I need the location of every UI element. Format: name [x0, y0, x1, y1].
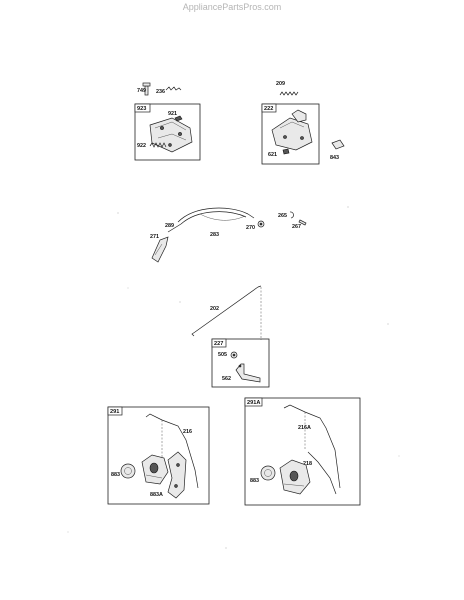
label-291: 291 [110, 409, 119, 415]
label-922: 922 [137, 143, 146, 149]
bolt-749-part [142, 82, 151, 96]
governor-kit-291-group: 291 216 883 883A [107, 406, 210, 505]
control-bracket-part [149, 117, 193, 153]
box-291 [107, 406, 210, 505]
rod-216a-part [283, 404, 341, 489]
label-222: 222 [264, 106, 273, 112]
label-267: 267 [292, 224, 301, 230]
rod-218-part [307, 451, 337, 495]
label-265: 265 [278, 213, 287, 219]
label-621: 621 [268, 152, 277, 158]
rod-202-part [194, 286, 259, 333]
label-291a: 291A [247, 400, 260, 406]
label-843: 843 [330, 155, 339, 161]
label-883: 883 [111, 472, 120, 478]
watermark-text: AppliancePartsPros.com [183, 2, 282, 12]
box-227 [211, 338, 270, 388]
tag-222 [261, 103, 277, 113]
label-209: 209 [276, 81, 285, 87]
label-202: 202 [210, 306, 219, 312]
label-218: 218 [303, 461, 312, 467]
label-505: 505 [218, 352, 227, 358]
spring-922-part [149, 142, 167, 148]
background-specks [67, 206, 400, 549]
control-bracket-222-part [271, 117, 313, 151]
plate-883a-part [167, 451, 187, 499]
label-216: 216 [183, 429, 192, 435]
control-bracket-group-222: 209 222 621 843 [261, 81, 345, 165]
gasket-883b-part [260, 465, 276, 481]
screw-267-part [298, 219, 307, 226]
spring-236-part [165, 86, 182, 91]
label-270: 270 [246, 225, 255, 231]
tag-923 [134, 103, 151, 113]
part-621 [282, 148, 290, 155]
lever-271-part [151, 236, 169, 263]
label-289: 289 [165, 223, 174, 229]
label-921: 921 [168, 111, 177, 117]
link-rod-group: 202 227 505 562 [191, 285, 270, 388]
spring-209-part [279, 91, 299, 96]
throttle-cable-group: 283 289 271 270 265 267 [150, 207, 307, 263]
clip-265-part [289, 211, 294, 219]
lever-562-part [235, 363, 261, 383]
rod-216-part [145, 413, 199, 489]
label-883a: 883A [150, 492, 163, 498]
plate-843-part [331, 139, 345, 150]
label-923: 923 [137, 106, 146, 112]
box-291a [244, 397, 361, 506]
tag-291a [244, 397, 263, 407]
label-749: 749 [137, 88, 146, 94]
label-283: 283 [210, 232, 219, 238]
governor-kit-291a-group: 291A 216A 218 883 [244, 397, 361, 506]
gasket-883-part [120, 463, 136, 479]
part-921 [174, 115, 183, 122]
control-bracket-group-923: 749 236 923 921 922 [134, 82, 201, 161]
box-923 [134, 103, 201, 161]
label-236: 236 [156, 89, 165, 95]
label-562: 562 [222, 376, 231, 382]
box-222 [261, 103, 320, 165]
label-883b: 883 [250, 478, 259, 484]
label-216a: 216A [298, 425, 311, 431]
label-227: 227 [214, 341, 223, 347]
label-271: 271 [150, 234, 159, 240]
tag-291 [107, 406, 123, 416]
tag-227 [211, 338, 227, 348]
cable-283-part [177, 207, 249, 223]
